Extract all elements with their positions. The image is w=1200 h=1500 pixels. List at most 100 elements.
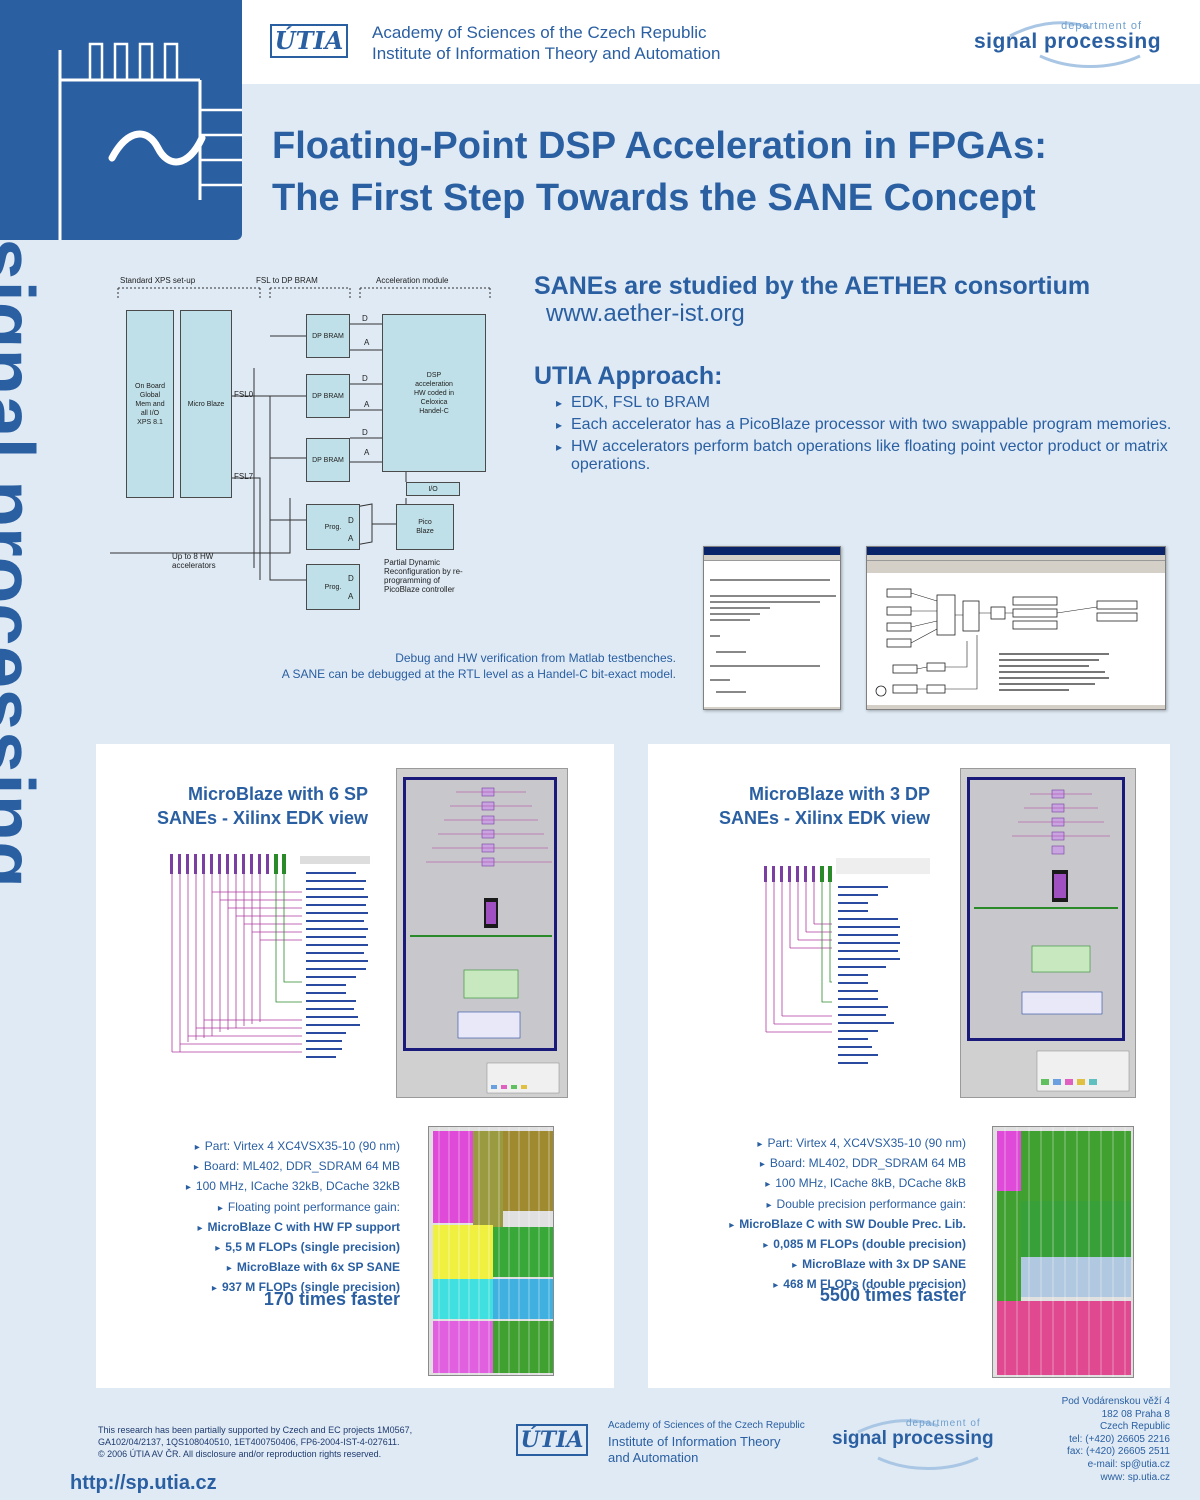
side-watermark-text: signal processing: [0, 240, 51, 888]
box-dsp-acceleration: DSP acceleration HW coded in Celoxica Ha…: [382, 314, 486, 472]
stat-item: MicroBlaze with 3x DP SANE: [660, 1255, 966, 1275]
address-line: 182 08 Praha 8: [1101, 1408, 1170, 1420]
panel-right-edk-view: [960, 768, 1136, 1098]
stat-item: Part: Virtex 4, XC4VSX35-10 (90 nm): [660, 1134, 966, 1154]
funding-line-1: This research has been partially support…: [98, 1425, 413, 1435]
copyright-line: © 2006 ÚTIA AV ČR. All disclosure and/or…: [98, 1449, 382, 1459]
panel-right-stats: Part: Virtex 4, XC4VSX35-10 (90 nm) Boar…: [660, 1134, 966, 1296]
postal-address: Pod Vodárenskou věží 4 182 08 Praha 8 Cz…: [990, 1396, 1170, 1484]
edk-block-diagram: [967, 777, 1125, 1041]
dsp-logo-big-text: signal processing: [974, 30, 1162, 53]
box-prog-1: Prog.: [306, 504, 360, 550]
address-email[interactable]: e-mail: sp@utia.cz: [1087, 1458, 1170, 1470]
panel-right-speedup: 5500 times faster: [819, 1285, 966, 1305]
academy-line-2: Institute of Information Theory and Auto…: [372, 44, 721, 63]
academy-name: Academy of Sciences of the Czech Republi…: [372, 22, 720, 64]
stat-item: Board: ML402, DDR_SDRAM 64 MB: [100, 1157, 400, 1177]
footer-academy-line-3: and Automation: [608, 1450, 699, 1465]
panel-left-title-line-1: MicroBlaze with 6 SP: [187, 784, 368, 804]
edk-block-diagram: [403, 777, 557, 1051]
matlab-screenshot: [703, 546, 841, 710]
simulation-schematic: [867, 561, 1165, 709]
box-onboard-memory: On Board Global Mem and all I/O XPS 8.1: [126, 310, 174, 498]
panel-right-title: MicroBlaze with 3 DP SANEs - Xilinx EDK …: [672, 782, 930, 830]
panel-left-title: MicroBlaze with 6 SP SANEs - Xilinx EDK …: [110, 782, 368, 830]
label-d-prog-2: D: [348, 574, 354, 583]
chip-wave-icon: [58, 42, 242, 240]
title-line-2: The First Step Towards the SANE Concept: [272, 177, 1036, 219]
panel-right-title-line-2: SANEs - Xilinx EDK view: [718, 808, 930, 828]
panel-left-fpga-floorplan: [428, 1126, 554, 1376]
label-fsl0: FSL0: [234, 390, 254, 399]
matlab-console-lines: [704, 579, 840, 709]
edk-legend: [486, 1062, 560, 1094]
dsp-logo: [970, 14, 1180, 74]
panel-right-bus-view: [728, 852, 932, 1078]
approach-item: HW accelerators perform batch operations…: [556, 438, 1176, 474]
approach-item: Each accelerator has a PicoBlaze process…: [556, 416, 1176, 434]
footer-academy-line-1: Academy of Sciences of the Czech Republi…: [608, 1420, 805, 1431]
address-line: Czech Republic: [1099, 1421, 1170, 1433]
bus-interface-tree: [170, 854, 370, 1058]
footer-utia-logo: ÚTIA: [516, 1424, 588, 1456]
label-fsl-to-dp-bram: FSL to DP BRAM: [256, 276, 318, 285]
label-partial-reconfig: Partial Dynamic Reconfiguration by re-pr…: [384, 558, 463, 594]
stat-item: 5,5 M FLOPs (single precision): [100, 1238, 400, 1258]
footer-academy-line-2: Institute of Information Theory: [608, 1434, 781, 1449]
approach-list: EDK, FSL to BRAM Each accelerator has a …: [556, 394, 1176, 478]
label-a-2: A: [364, 400, 370, 409]
footer-website-link[interactable]: http://sp.utia.cz: [70, 1472, 217, 1494]
stat-item: 937 M FLOPs (single precision): [100, 1278, 400, 1298]
box-picoblaze: Pico Blaze: [396, 504, 454, 550]
stat-item: Board: ML402, DDR_SDRAM 64 MB: [660, 1154, 966, 1174]
edk-legend: [1036, 1050, 1130, 1092]
edk-blocks: [974, 789, 1118, 1015]
debug-caption: Debug and HW verification from Matlab te…: [206, 650, 676, 682]
address-phone: tel: (+420) 26605 2216: [1069, 1433, 1170, 1445]
aether-url[interactable]: www.aether-ist.org: [546, 300, 745, 327]
funding-note: This research has been partially support…: [98, 1424, 458, 1460]
dsp-swoosh-icon: [1009, 21, 1141, 68]
panel-left-speedup: 170 times faster: [263, 1289, 400, 1309]
stat-item: MicroBlaze C with SW Double Prec. Lib.: [660, 1215, 966, 1235]
aether-heading: SANEs are studied by the AETHER consorti…: [534, 272, 1091, 300]
footer-dsp-swoosh-icon: [857, 1419, 979, 1470]
stat-item: 0,085 M FLOPs (double precision): [660, 1235, 966, 1255]
stat-item: 468 M FLOPs (double precision): [660, 1275, 966, 1295]
label-d-2: D: [362, 374, 368, 383]
label-d-3: D: [362, 428, 368, 437]
fpga-floorplan-map: [433, 1127, 553, 1375]
label-a-3: A: [364, 448, 370, 457]
address-web[interactable]: www: sp.utia.cz: [1100, 1471, 1170, 1483]
stat-item: Part: Virtex 4 XC4VSX35-10 (90 nm): [100, 1137, 400, 1157]
stat-item: MicroBlaze C with HW FP support: [100, 1218, 400, 1238]
panel-right-title-line-1: MicroBlaze with 3 DP: [748, 784, 930, 804]
stat-item: Double precision performance gain:: [660, 1195, 966, 1215]
panel-left-stats: Part: Virtex 4 XC4VSX35-10 (90 nm) Board…: [100, 1137, 400, 1299]
label-d-1: D: [362, 314, 368, 323]
stat-item: 100 MHz, ICache 32kB, DCache 32kB: [100, 1177, 400, 1197]
box-io: I/O: [406, 482, 460, 496]
sp-logo-block: [0, 0, 242, 240]
footer-dsp-big-text: signal processing: [832, 1428, 994, 1449]
label-a-1: A: [364, 338, 370, 347]
approach-item: EDK, FSL to BRAM: [556, 394, 1176, 412]
funding-line-2: GA102/04/2137, 1QS108040510, 1ET40075040…: [98, 1437, 400, 1447]
panel-left-bus-view: [166, 852, 370, 1076]
box-dp-bram-3: DP BRAM: [306, 438, 350, 482]
debug-line-1: Debug and HW verification from Matlab te…: [395, 651, 676, 665]
stat-item: Floating point performance gain:: [100, 1198, 400, 1218]
academy-line-1: Academy of Sciences of the Czech Republi…: [372, 23, 707, 42]
address-line: Pod Vodárenskou věží 4: [1061, 1396, 1170, 1407]
header-band: [242, 0, 1200, 84]
label-a-prog-1: A: [348, 534, 354, 543]
approach-heading: UTIA Approach:: [534, 362, 723, 390]
architecture-diagram: Standard XPS set-up FSL to DP BRAM Accel…: [110, 268, 520, 628]
diagram-lines: [110, 287, 491, 581]
side-watermark: signal processing: [0, 238, 70, 920]
fpga-floorplan-map: [997, 1127, 1131, 1377]
box-dp-bram-1: DP BRAM: [306, 314, 350, 358]
box-microblaze: Micro Blaze: [180, 310, 232, 498]
label-fsl7: FSL7: [234, 472, 254, 481]
title-line-1: Floating-Point DSP Acceleration in FPGAs…: [272, 125, 1047, 167]
